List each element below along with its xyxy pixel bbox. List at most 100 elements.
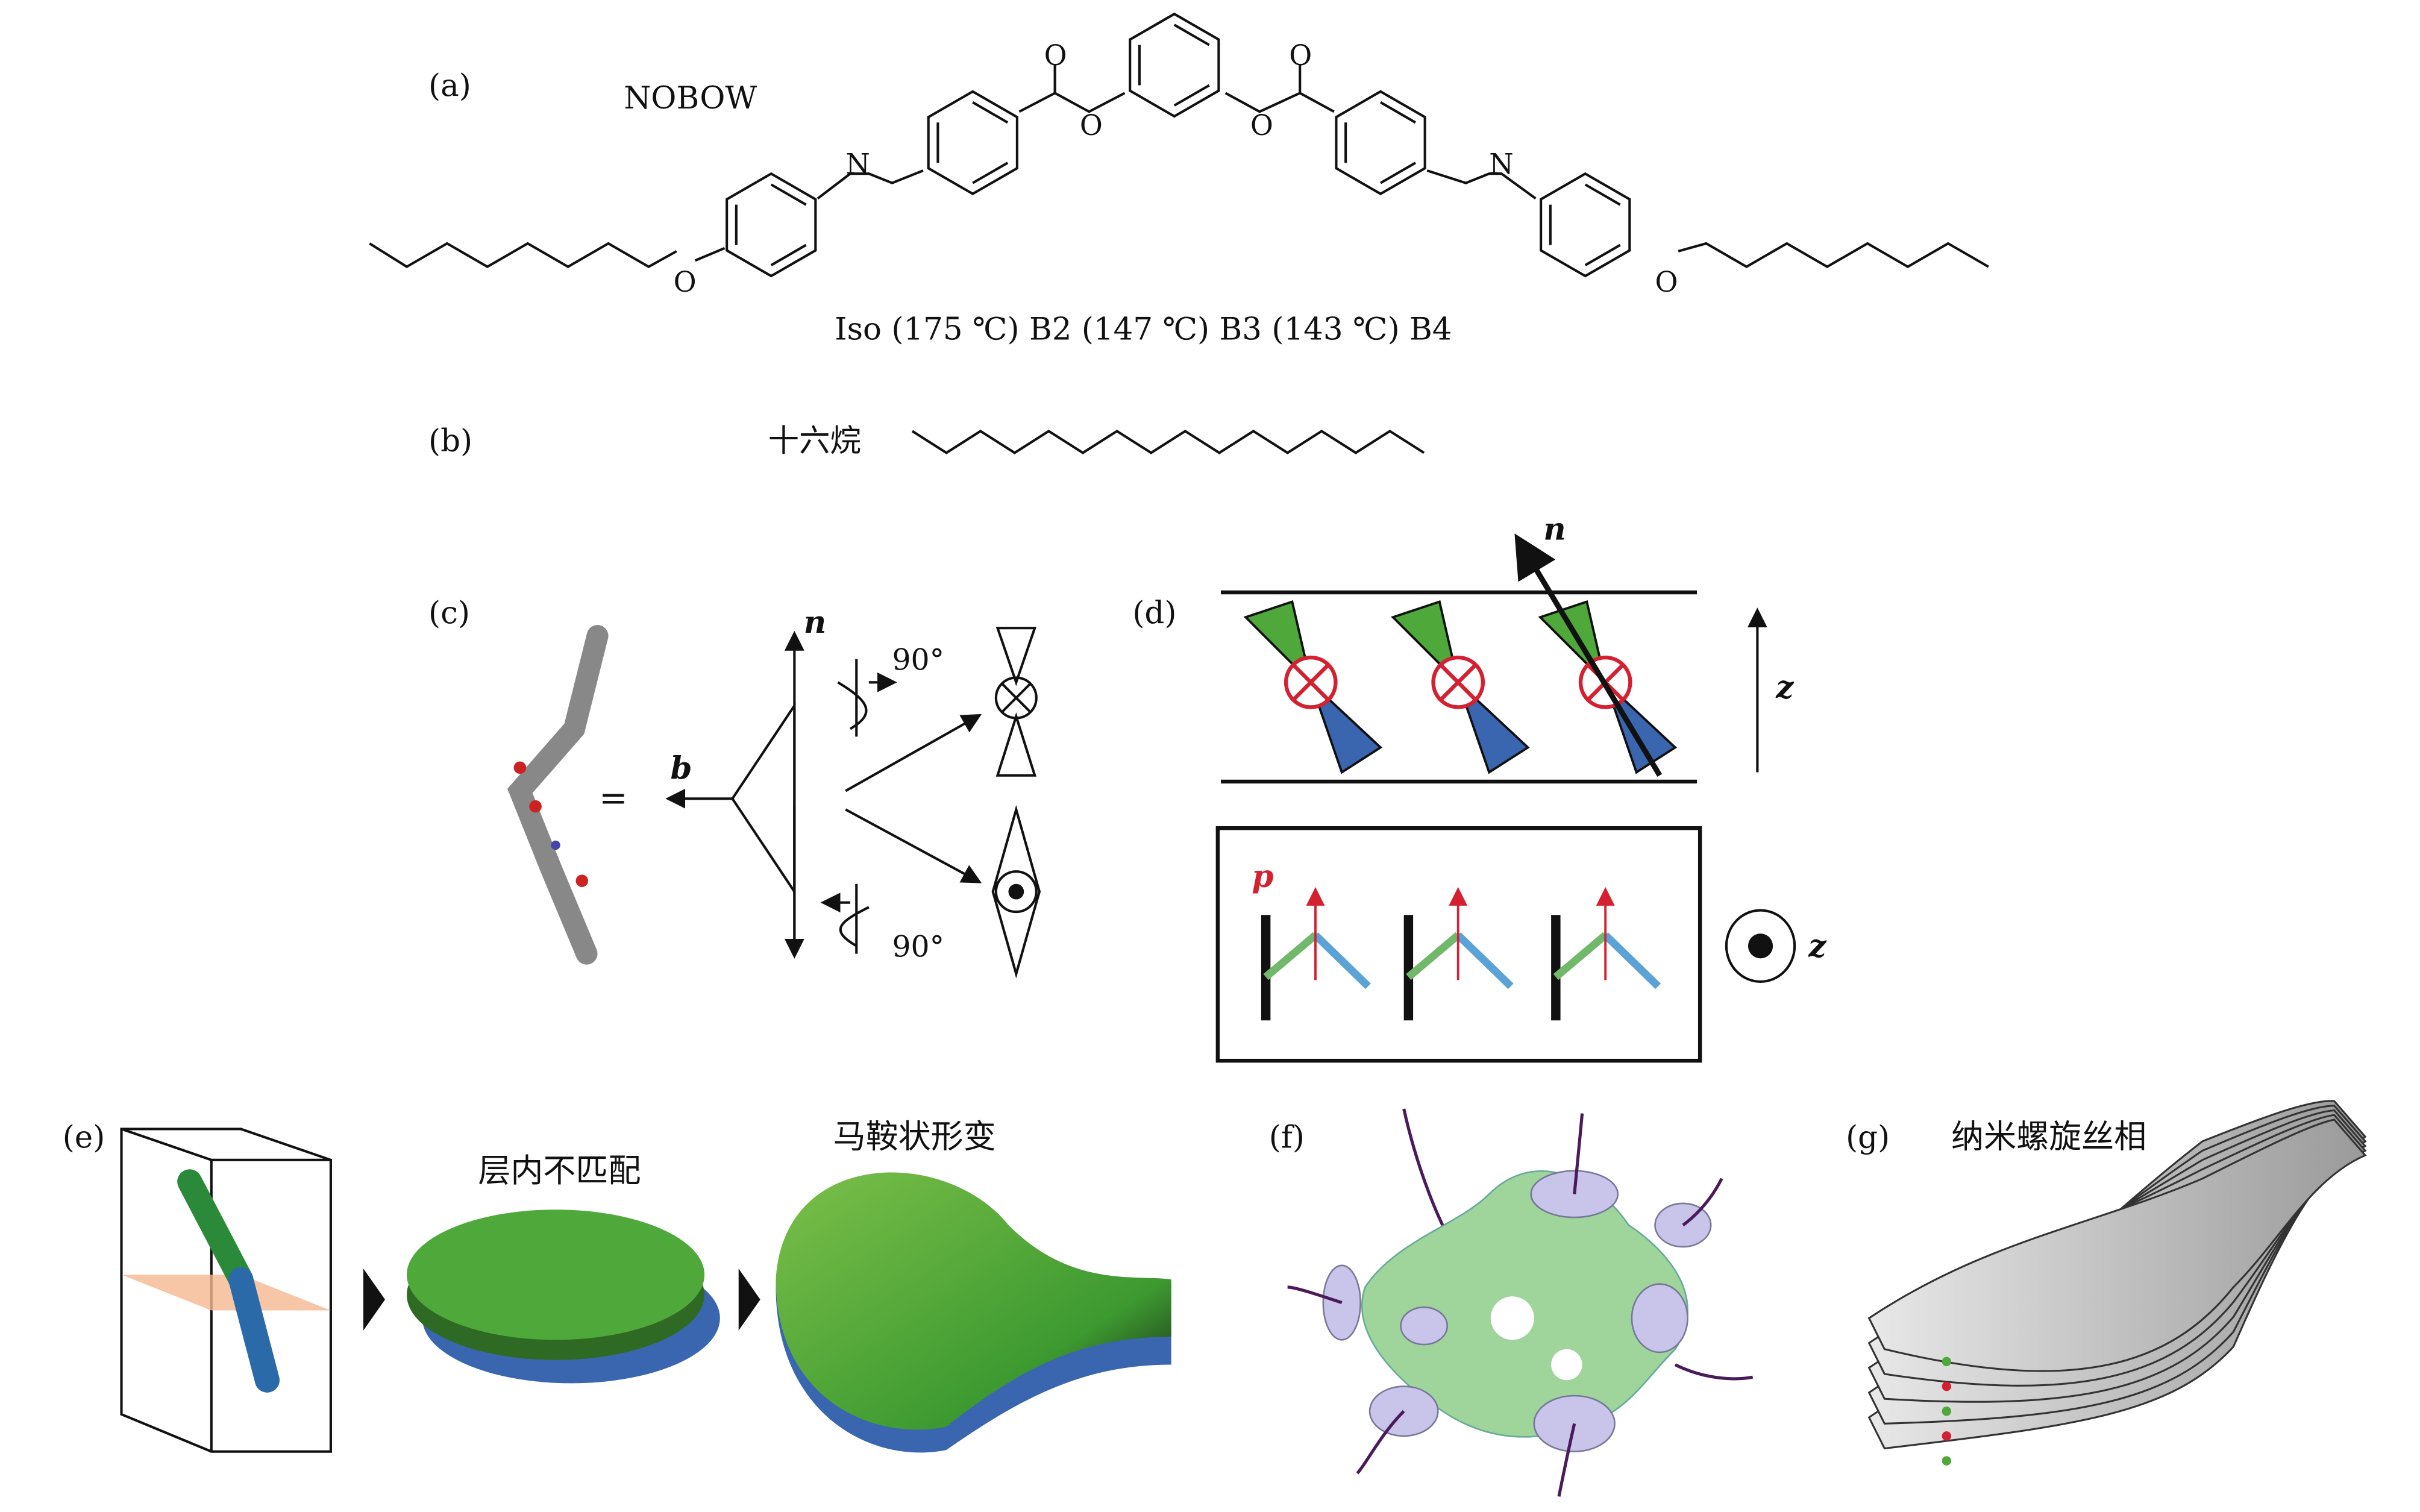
nanofilament-layers	[1867, 1100, 2367, 1466]
b-label: b	[670, 750, 692, 786]
green-arm	[1263, 932, 1318, 980]
panel-f: (f)	[1269, 1108, 1754, 1497]
top-view-box	[1215, 826, 1702, 1063]
n-label: n	[804, 604, 826, 641]
atom-o: O	[1655, 266, 1678, 298]
double-bond	[972, 162, 1009, 184]
out-of-page-icon	[994, 870, 1038, 914]
upper-disc	[407, 1209, 705, 1340]
double-bond	[1173, 24, 1210, 46]
molecule-dot	[1942, 1456, 1952, 1466]
blue-cone	[1604, 681, 1678, 774]
arrow-right-icon	[363, 1268, 385, 1331]
arrow-right-icon	[738, 1268, 760, 1331]
upper-molecule-rod	[177, 1169, 254, 1292]
panel-label-e: (e)	[63, 1119, 105, 1155]
tilted-molecules	[1243, 600, 1678, 774]
edge-view-molecule	[995, 627, 1037, 777]
z-out-of-page-icon	[1725, 909, 1796, 983]
benzene-ring	[726, 172, 817, 278]
panel-label-a: (a)	[428, 68, 471, 104]
molecule-name-hexadecane: 十六烷	[768, 423, 861, 459]
double-bond	[1584, 183, 1621, 206]
right-alkyl-chain	[1678, 242, 1989, 268]
left-alkyl-chain	[369, 242, 677, 269]
benzene-rings	[726, 12, 1631, 278]
double-bond	[770, 183, 807, 206]
double-bond	[972, 101, 1009, 124]
blue-arm	[1455, 932, 1514, 990]
equals-sign: =	[599, 778, 627, 818]
panel-d: (d) n z p z	[1132, 512, 1827, 1063]
panel-label-d: (d)	[1132, 595, 1176, 631]
green-arm	[1406, 932, 1461, 980]
double-bond	[770, 243, 807, 266]
into-page-icon	[994, 676, 1038, 720]
face-view-molecule	[991, 805, 1041, 979]
hexadecane-chain	[911, 429, 1425, 454]
angle-label-bottom: 90°	[892, 930, 944, 964]
double-bond	[1584, 243, 1621, 266]
blue-arm	[1602, 932, 1661, 990]
z-label: z	[1775, 670, 1795, 706]
lower-molecule-rod	[228, 1267, 280, 1393]
benzene-ring	[1540, 172, 1631, 278]
caption-saddle-deformation: 马鞍状形变	[833, 1117, 996, 1155]
angle-label-top: 90°	[892, 643, 944, 677]
panel-c: (c) = b n 90° 90°	[428, 595, 1041, 979]
molecule-name: NOBOW	[624, 80, 757, 116]
molecule-dot	[1942, 1381, 1952, 1391]
z-label-top-view: z	[1808, 929, 1827, 965]
molecule-dot	[1942, 1357, 1952, 1367]
ester-left-o	[1054, 92, 1126, 113]
space-filling-molecule	[507, 625, 609, 965]
blue-arm	[1312, 932, 1371, 990]
saddle-green-layer	[776, 1172, 1171, 1430]
atom-o: O	[1289, 39, 1312, 72]
panel-g: (g) 纳米螺旋丝相	[1846, 1100, 2367, 1466]
benzene-ring	[1129, 12, 1220, 118]
panel-label-f: (f)	[1269, 1119, 1305, 1155]
green-arm	[1553, 932, 1608, 980]
caption-helical-nanofilament: 纳米螺旋丝相	[1951, 1117, 2146, 1155]
atom-o: O	[674, 266, 697, 298]
double-bond	[1380, 101, 1416, 124]
atom-o: O	[1044, 39, 1067, 72]
panel-b: (b) 十六烷	[428, 423, 1425, 459]
atom-n: N	[845, 148, 870, 180]
polarization-label: p	[1252, 859, 1273, 895]
helical-layer	[1867, 1118, 2367, 1372]
benzene-ring	[1335, 90, 1426, 196]
blue-cone	[1309, 681, 1383, 774]
benzene-ring	[927, 90, 1018, 196]
panel-label-b: (b)	[428, 423, 472, 459]
panel-label-c: (c)	[428, 595, 470, 631]
double-bond	[1380, 162, 1416, 184]
panel-label-g: (g)	[1846, 1119, 1890, 1155]
imine-left	[817, 169, 924, 200]
bent-core-triangle	[730, 701, 796, 896]
atom-o: O	[1080, 109, 1103, 142]
atom-n: N	[1489, 148, 1514, 180]
cross-icon	[1440, 663, 1477, 701]
ester-right-o	[1224, 92, 1335, 113]
ester-left	[1018, 65, 1056, 113]
cross-icon	[1292, 663, 1329, 701]
caption-intralayer-mismatch: 层内不匹配	[478, 1152, 641, 1190]
blue-cone	[1456, 681, 1530, 774]
director-n-arrow	[1514, 533, 1663, 777]
imine-right	[1426, 169, 1537, 200]
n-label: n	[1543, 512, 1566, 548]
layer-plane	[121, 1275, 331, 1311]
phase-transitions: Iso (175 ℃) B2 (147 ℃) B3 (143 ℃) B4	[835, 312, 1452, 348]
panel-a: (a) NOBOW O O O O O O N N Iso (175 ℃) B2…	[369, 12, 1989, 348]
rotation-icon-top	[837, 659, 868, 737]
panel-e: (e) 层内不匹配 马鞍状形变	[63, 1117, 1171, 1453]
molecule-dot	[1942, 1431, 1952, 1441]
polar-molecules	[1261, 886, 1661, 1021]
double-bond	[1173, 84, 1210, 107]
atom-o: O	[1250, 109, 1273, 142]
linkages	[694, 246, 726, 262]
rotation-icon-bottom	[839, 883, 870, 954]
